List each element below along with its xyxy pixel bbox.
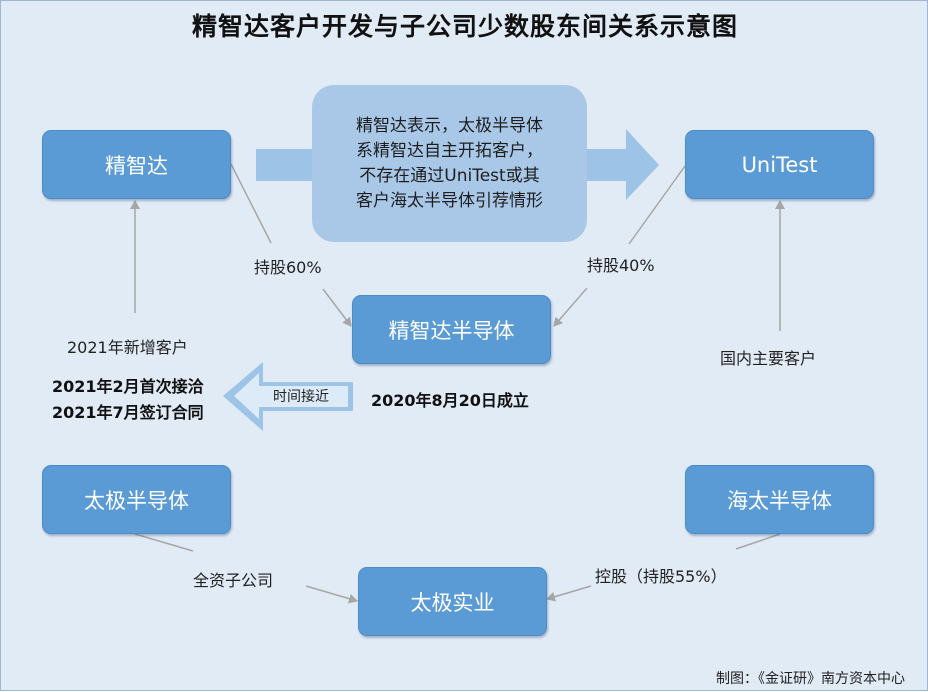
- connector-hold40-to-semi: [553, 287, 588, 327]
- label-hold-60: 持股60%: [254, 258, 322, 277]
- label-wholly-owned: 全资子公司: [193, 571, 274, 590]
- label-first-contact: 2021年2月首次接洽: [52, 377, 204, 396]
- note-line: 不存在通过UniTest或其: [359, 165, 540, 186]
- footer-credit: 制图：《金证研》南方资本中心: [716, 671, 905, 687]
- node-jingzhida: 精智达: [42, 130, 231, 199]
- connector-haitai-down: [735, 533, 781, 550]
- time-close-arrow-inner: [234, 373, 348, 419]
- label-established-date: 2020年8月20日成立: [371, 391, 529, 410]
- label-contract-signed: 2021年7月签订合同: [52, 403, 204, 422]
- connector-wholly-to-industry: [305, 585, 358, 604]
- connector-unitest-to-semi: [628, 165, 686, 245]
- node-haitai-semiconductor: 海太半导体: [685, 465, 874, 534]
- note-line: 系精智达自主开拓客户，: [356, 140, 543, 161]
- node-taiji-industry: 太极实业: [358, 567, 547, 636]
- note-line: 客户海太半导体引荐情形: [356, 190, 543, 211]
- connector-taiji-semi-down: [134, 533, 194, 552]
- label-time-close: 时间接近: [273, 389, 329, 405]
- connector-controlling-to-industry: [546, 585, 592, 602]
- node-jingzhida-semiconductor: 精智达半导体: [352, 295, 551, 364]
- node-unitest: UniTest: [685, 130, 874, 199]
- diagram-title: 精智达客户开发与子公司少数股东间关系示意图: [191, 12, 738, 41]
- note-line: 精智达表示，太极半导体: [356, 115, 543, 136]
- connector-hold60-to-semi: [322, 288, 352, 327]
- connector-jingzhida-to-semi: [230, 163, 272, 244]
- label-controlling-55: 控股（持股55%）: [595, 567, 727, 586]
- label-hold-40: 持股40%: [587, 256, 655, 275]
- label-new-customer-2021: 2021年新增客户: [67, 338, 188, 357]
- label-domestic-customer: 国内主要客户: [720, 349, 817, 368]
- node-taiji-semiconductor: 太极半导体: [42, 465, 231, 534]
- statement-note: 精智达表示，太极半导体 系精智达自主开拓客户， 不存在通过UniTest或其 客…: [312, 85, 587, 242]
